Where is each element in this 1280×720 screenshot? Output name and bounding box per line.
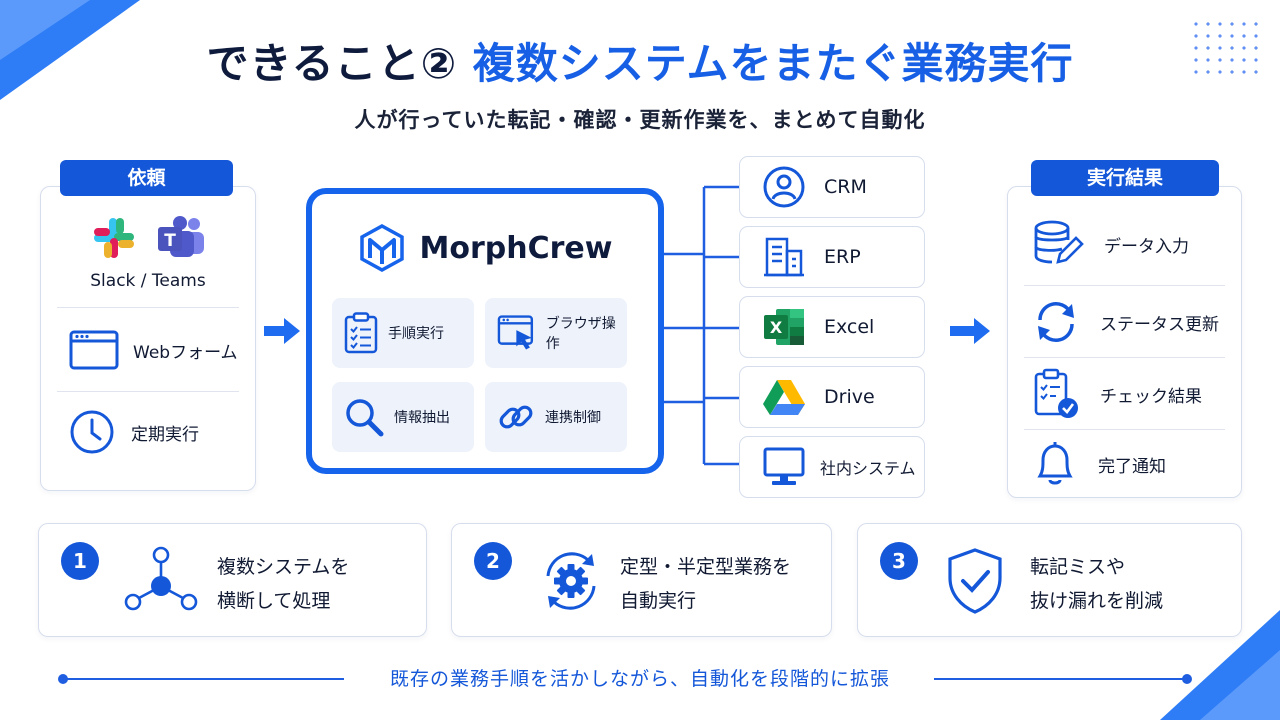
shield-check-icon	[948, 548, 1002, 614]
clock-icon	[70, 410, 114, 454]
system-label: ERP	[824, 246, 861, 268]
corner-decoration-top-left	[0, 0, 140, 100]
result-item-data-entry: データ入力	[1008, 211, 1241, 277]
title-part-number: できること②	[206, 39, 458, 88]
feature-number-badge: 3	[880, 542, 918, 580]
page-subtitle: 人が行っていた転記・確認・更新作業を、まとめて自動化	[354, 108, 926, 132]
capability-integration[interactable]: 連携制御	[485, 382, 627, 452]
feature-line: 複数システムを	[217, 556, 350, 578]
footer-dot-left	[58, 674, 68, 684]
excel-icon: X	[764, 309, 804, 345]
link-icon	[499, 405, 533, 429]
feature-text: 複数システムを 横断して処理	[217, 550, 349, 618]
result-panel: データ入力 ステータス更新 チェック結果 完了通知	[1007, 186, 1242, 498]
monitor-icon	[763, 447, 805, 485]
request-item-label: 定期実行	[131, 424, 199, 445]
result-item-check: チェック結果	[1008, 363, 1241, 425]
clipboard-check-icon	[1034, 368, 1078, 418]
system-internal[interactable]: 社内システム	[739, 436, 925, 498]
footer-line-right	[934, 678, 1188, 680]
result-label: 完了通知	[1098, 456, 1166, 477]
feature-line: 自動実行	[620, 590, 697, 612]
browser-cursor-icon	[497, 315, 534, 350]
request-panel: T Slack / Teams Webフォーム 定期実行	[40, 186, 256, 491]
svg-text:T: T	[164, 231, 176, 251]
system-label: 社内システム	[820, 459, 916, 478]
divider	[57, 391, 239, 392]
divider	[1024, 357, 1225, 358]
footer-line-left	[64, 678, 344, 680]
result-label: チェック結果	[1100, 386, 1202, 407]
result-label: ステータス更新	[1100, 314, 1219, 335]
system-label: Excel	[824, 316, 875, 338]
feature-text: 転記ミスや 抜け漏れを削減	[1030, 550, 1163, 618]
feature-card-1: 1 複数システムを 横断して処理	[38, 523, 427, 637]
system-crm[interactable]: CRM	[739, 156, 925, 218]
feature-line: 転記ミスや	[1030, 556, 1126, 578]
divider	[57, 307, 239, 308]
capability-procedure[interactable]: 手順実行	[332, 298, 474, 368]
page-title: できること② 複数システムをまたぐ業務実行	[0, 30, 1280, 91]
network-nodes-icon	[124, 546, 198, 611]
request-pill: 依頼	[60, 160, 233, 196]
refresh-icon	[1038, 302, 1074, 342]
slack-icon	[94, 218, 134, 258]
gear-cycle-icon	[546, 552, 596, 610]
feature-line: 横断して処理	[217, 590, 331, 612]
magnifier-icon	[346, 399, 384, 437]
dot-pattern-decoration	[1190, 18, 1260, 80]
feature-text: 定型・半定型業務を 自動実行	[620, 550, 791, 618]
system-excel[interactable]: X Excel	[739, 296, 925, 358]
brand-name: MorphCrew	[419, 230, 613, 266]
system-erp[interactable]: ERP	[739, 226, 925, 288]
title-part-topic: 複数システムをまたぐ業務実行	[472, 39, 1074, 88]
feature-card-2: 2 定型・半定型業務を 自動実行	[451, 523, 832, 637]
divider	[1024, 429, 1225, 430]
footer-message: 既存の業務手順を活かしながら、自動化を段階的に拡張	[389, 668, 890, 690]
divider	[1024, 285, 1225, 286]
footer-dot-right	[1182, 674, 1192, 684]
drive-icon	[763, 380, 805, 415]
capability-label: ブラウザ操作	[545, 316, 616, 352]
feature-number-badge: 2	[474, 542, 512, 580]
arrow-right-icon	[950, 318, 990, 344]
system-label: Drive	[824, 386, 875, 408]
capability-extraction[interactable]: 情報抽出	[332, 382, 474, 452]
capability-label: 手順実行	[388, 326, 444, 342]
capability-browser[interactable]: ブラウザ操作	[485, 298, 627, 368]
request-item-chat: T Slack / Teams	[41, 213, 255, 309]
request-item-label: Webフォーム	[133, 342, 238, 363]
bell-icon	[1037, 442, 1073, 485]
arrow-right-icon	[264, 318, 300, 344]
building-icon	[764, 237, 804, 277]
capability-label: 連携制御	[545, 410, 601, 426]
connector-lines	[664, 185, 739, 466]
system-drive[interactable]: Drive	[739, 366, 925, 428]
result-label: データ入力	[1104, 236, 1189, 257]
svg-text:X: X	[770, 318, 783, 337]
checklist-icon	[344, 312, 378, 354]
feature-line: 定型・半定型業務を	[620, 556, 792, 578]
corner-decoration-bottom-right	[1160, 610, 1280, 720]
system-label: CRM	[824, 176, 867, 198]
result-item-status-update: ステータス更新	[1008, 291, 1241, 353]
feature-line: 抜け漏れを削減	[1030, 590, 1164, 612]
database-pen-icon	[1034, 220, 1084, 264]
morphcrew-logo-icon	[359, 224, 404, 272]
request-item-schedule[interactable]: 定期実行	[41, 401, 255, 463]
user-icon	[763, 166, 805, 208]
request-item-label: Slack / Teams	[90, 271, 206, 291]
request-item-webform[interactable]: Webフォーム	[41, 319, 255, 381]
feature-card-3: 3 転記ミスや 抜け漏れを削減	[857, 523, 1242, 637]
teams-icon: T	[158, 216, 204, 257]
feature-number-badge: 1	[61, 542, 99, 580]
result-pill: 実行結果	[1031, 160, 1219, 196]
brand: MorphCrew	[312, 224, 658, 272]
capability-label: 情報抽出	[394, 410, 450, 426]
result-item-notification: 完了通知	[1008, 435, 1241, 493]
browser-window-icon	[69, 330, 119, 370]
morphcrew-core-panel: MorphCrew 手順実行 ブラウザ操作 情報抽出	[306, 188, 664, 474]
